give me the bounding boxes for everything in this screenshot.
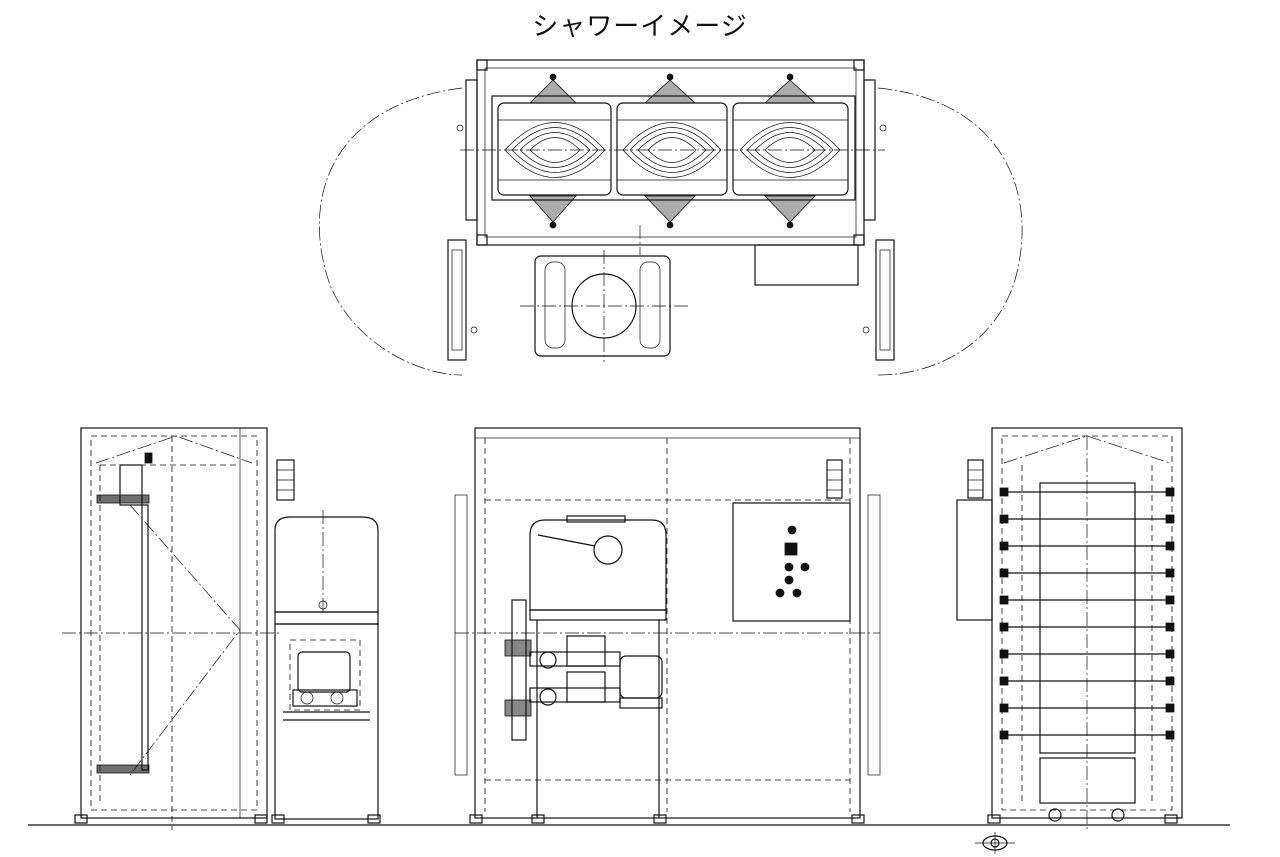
- front-view: [454, 427, 881, 824]
- push-button: [800, 562, 810, 572]
- left-door-plan: [447, 239, 467, 361]
- spray-tray-1: [497, 102, 612, 196]
- spray-bars: [999, 487, 1175, 740]
- control-box-plan: [754, 244, 859, 286]
- push-button: [784, 575, 794, 585]
- pump-plumbing: [504, 599, 663, 741]
- side-tank-assembly: [274, 459, 379, 820]
- caster-detail-symbol: [975, 832, 1015, 854]
- top-spray-nozzles: [529, 73, 817, 104]
- pump-motor: [619, 655, 663, 699]
- spray-tray-2: [616, 102, 728, 196]
- control-panel: [732, 502, 851, 622]
- selector-switch: [784, 542, 798, 556]
- left-door-swing-arc: [318, 87, 463, 376]
- caster: [1111, 808, 1125, 822]
- right-door-swing-arc: [877, 87, 1023, 376]
- upper-hinge: [96, 494, 150, 504]
- front-tank: [529, 515, 667, 818]
- lower-hinge: [96, 764, 150, 774]
- tank-plan: [520, 250, 690, 362]
- tray-rack: [1039, 482, 1136, 754]
- right-door-plan: [875, 239, 895, 361]
- push-button: [775, 588, 785, 598]
- side-control-box: [956, 499, 993, 621]
- right-end-view: [956, 427, 1183, 854]
- plan-view: [318, 59, 1023, 376]
- left-side-view: [62, 427, 381, 830]
- indicator-lamp: [787, 525, 797, 535]
- spray-tray-3: [732, 102, 849, 196]
- front-frame: [474, 427, 861, 819]
- left-frame: [80, 427, 268, 819]
- push-button: [792, 588, 802, 598]
- stack-light: [826, 459, 843, 499]
- plan-chamber: [491, 95, 856, 201]
- caster: [1048, 808, 1062, 822]
- cart: [1039, 757, 1136, 804]
- bottom-spray-nozzles: [529, 195, 816, 229]
- drawing-title: シャワーイメージ: [532, 12, 748, 42]
- push-button: [784, 562, 794, 572]
